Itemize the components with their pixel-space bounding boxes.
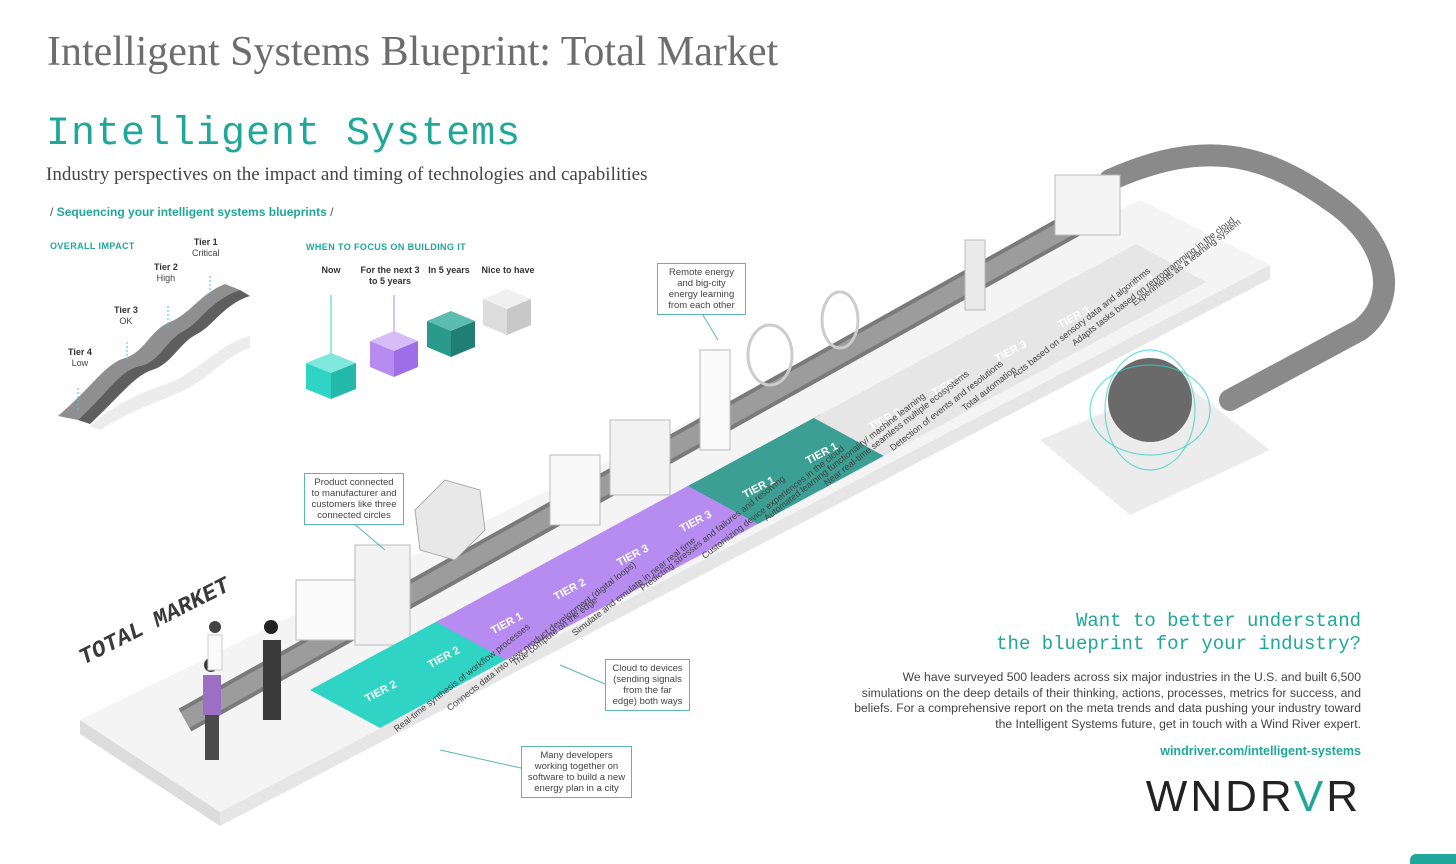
- impact-title: OVERALL IMPACT: [50, 241, 135, 251]
- callout-product: Product connected to manufacturer and cu…: [304, 473, 404, 525]
- focus-5years-label: In 5 years: [428, 265, 470, 275]
- tier-2-name: Tier 2: [154, 262, 178, 272]
- logo-part-2: V: [1293, 772, 1327, 821]
- focus-now-label: Now: [321, 265, 341, 275]
- focus-title: WHEN TO FOCUS ON BUILDING IT: [306, 242, 467, 252]
- tier-3-desc: OK: [119, 316, 133, 326]
- tier-4-desc: Low: [71, 358, 89, 368]
- wndrvr-logo: WNDRVR: [1146, 772, 1361, 822]
- corner-tab[interactable]: [1410, 854, 1456, 864]
- callout-cloud: Cloud to devices (sending signals from t…: [605, 659, 690, 711]
- cta-line-1: Want to better understand: [1075, 610, 1361, 632]
- tier-3-name: Tier 3: [114, 305, 138, 315]
- callout-developers: Many developers working together on soft…: [521, 746, 632, 798]
- tier-2-desc: High: [156, 273, 176, 283]
- focus-cubes-graphic: [306, 289, 531, 399]
- cta-heading: Want to better understand the blueprint …: [996, 610, 1361, 656]
- website-link[interactable]: windriver.com/intelligent-systems: [1160, 744, 1361, 758]
- cta-line-2: the blueprint for your industry?: [996, 633, 1361, 655]
- cta-body: We have surveyed 500 leaders across six …: [854, 670, 1361, 731]
- section-subheading: Industry perspectives on the impact and …: [46, 164, 648, 185]
- section-heading: Intelligent Systems: [46, 112, 522, 157]
- sequencing-label: / Sequencing your intelligent systems bl…: [50, 205, 333, 219]
- tier-4-name: Tier 4: [68, 347, 92, 357]
- tier-1-desc: Critical: [192, 248, 220, 258]
- logo-part-3: R: [1326, 772, 1361, 821]
- tier-tile: [1066, 244, 1206, 320]
- page-title: Intelligent Systems Blueprint: Total Mar…: [47, 29, 779, 75]
- seq-prefix: /: [50, 205, 54, 219]
- tier-1-name: Tier 1: [193, 237, 218, 247]
- seq-suffix: /: [330, 205, 334, 219]
- logo-part-1: WNDR: [1145, 772, 1294, 821]
- focus-nice-label: Nice to have: [481, 265, 535, 275]
- callout-energy: Remote energy and big-city energy learni…: [657, 263, 746, 315]
- seq-text: Sequencing your intelligent systems blue…: [56, 205, 327, 219]
- focus-3to5-label: For the next 3 to 5 years: [360, 265, 420, 286]
- impact-ribbon-graphic: [58, 276, 250, 430]
